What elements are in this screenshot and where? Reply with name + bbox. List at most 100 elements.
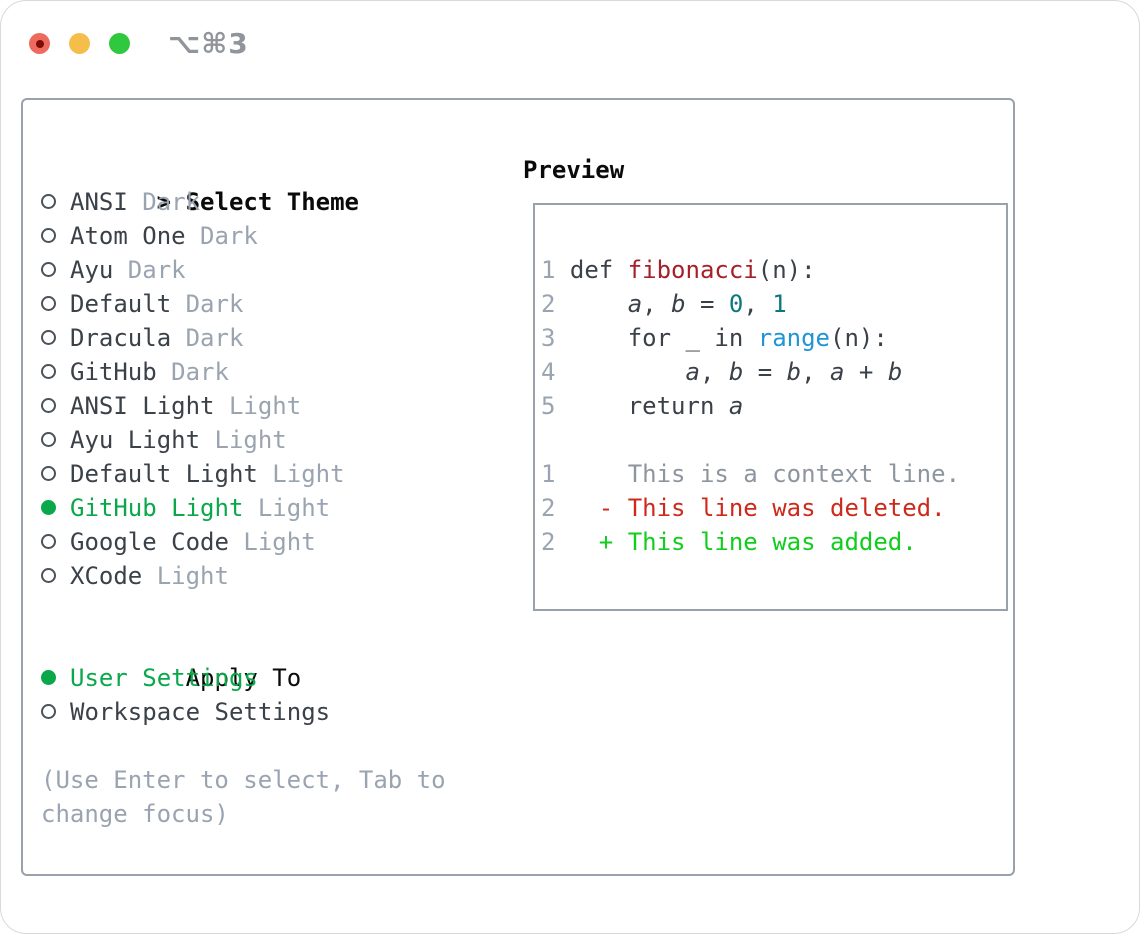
radio-icon [41, 194, 56, 209]
option-label: Ayu Light [70, 426, 201, 454]
theme-option-dracula[interactable]: Dracula Dark [41, 321, 486, 355]
theme-option-github[interactable]: GitHub Dark [41, 355, 486, 389]
apply-option-workspace-settings[interactable]: Workspace Settings [41, 695, 486, 729]
variant-tag: Light [142, 562, 229, 590]
option-label: Default Light [70, 460, 258, 488]
radio-icon [41, 228, 56, 243]
minimize-button[interactable] [69, 33, 90, 54]
radio-icon [41, 364, 56, 379]
code-token: = [743, 358, 787, 386]
option-label: Workspace Settings [70, 698, 331, 726]
variant-tag: Dark [171, 290, 244, 318]
code-line: 2 + This line was added. [541, 525, 1006, 559]
code-token: + [844, 358, 888, 386]
theme-option-default-light[interactable]: Default Light Light [41, 457, 486, 491]
line-number: 5 [541, 392, 556, 420]
option-label: ANSI Light [70, 392, 215, 420]
theme-option-default[interactable]: Default Dark [41, 287, 486, 321]
code-token: def [555, 256, 628, 284]
theme-option-atom-one[interactable]: Atom One Dark [41, 219, 486, 253]
code-token: b [786, 358, 802, 386]
variant-tag: Dark [171, 324, 244, 352]
theme-option-xcode[interactable]: XCode Light [41, 559, 486, 593]
radio-icon [41, 466, 56, 481]
variant-tag: Light [214, 392, 302, 420]
code-token [555, 358, 685, 386]
radio-icon [41, 330, 56, 345]
window-shortcut-label: ⌥⌘3 [168, 27, 249, 60]
option-label: GitHub Light [70, 494, 244, 522]
code-token: a [830, 358, 845, 386]
radio-selected-icon [41, 670, 56, 685]
code-token: , [642, 290, 672, 318]
radio-selected-icon [41, 500, 56, 515]
theme-option-ansi-light[interactable]: ANSI Light Light [41, 389, 486, 423]
option-label: XCode [70, 562, 143, 590]
code-token: 0 [728, 290, 744, 318]
variant-tag: Dark [127, 188, 201, 216]
line-number: 2 [541, 290, 556, 318]
select-theme-title: Select Theme [185, 188, 359, 216]
code-line: 5 return a [541, 389, 1006, 423]
code-token: a [685, 358, 700, 386]
line-number: 3 [541, 324, 556, 352]
code-token: , [699, 358, 729, 386]
radio-icon [41, 262, 56, 277]
code-token: 1 [772, 290, 787, 318]
theme-option-ayu[interactable]: Ayu Dark [41, 253, 486, 287]
code-token: , [801, 358, 831, 386]
marker-slot [41, 491, 70, 525]
marker-slot [41, 253, 70, 287]
apply-to-title: Apply To [185, 664, 302, 692]
line-number: 4 [541, 358, 556, 386]
spacer [41, 593, 486, 627]
code-line: 4 a, b = b, a + b [541, 355, 1006, 389]
theme-option-ayu-light[interactable]: Ayu Light Light [41, 423, 486, 457]
code-token: (n): [757, 256, 816, 284]
apply-option-user-settings[interactable]: User Settings [41, 661, 486, 695]
code-token: fibonacci [627, 256, 758, 284]
code-token: = [685, 290, 729, 318]
close-button[interactable] [29, 33, 50, 54]
code-token: b [728, 358, 744, 386]
prompt-icon: > [156, 188, 172, 216]
line-number: 2 [541, 494, 556, 522]
hint-text: (Use Enter to select, Tab to change focu… [41, 766, 446, 828]
zoom-button[interactable] [109, 33, 130, 54]
code-token: b [887, 358, 903, 386]
radio-icon [41, 704, 56, 719]
code-token: , [743, 290, 773, 318]
code-line: 3 for _ in range(n): [541, 321, 1006, 355]
variant-tag: Dark [113, 256, 186, 284]
marker-slot [41, 661, 70, 695]
marker-slot [41, 219, 70, 253]
variant-tag: Light [257, 460, 345, 488]
apply-to-header: Apply To [41, 627, 486, 692]
marker-slot [41, 559, 70, 593]
theme-option-github-light[interactable]: GitHub Light Light [41, 491, 486, 525]
marker-slot [41, 321, 70, 355]
code-line: 2 - This line was deleted. [541, 491, 1006, 525]
variant-tag: Dark [185, 222, 258, 250]
theme-option-google-code[interactable]: Google Code Light [41, 525, 486, 559]
line-number: 1 [541, 256, 556, 284]
marker-slot [41, 355, 70, 389]
code-token: return [555, 392, 729, 420]
titlebar: ⌥⌘3 [29, 27, 249, 60]
radio-icon [41, 568, 56, 583]
option-label: Atom One [70, 222, 186, 250]
code-token: a [728, 392, 744, 420]
variant-tag: Light [243, 494, 331, 522]
code-token: This is a context line. [555, 460, 961, 488]
code-token: (n): [830, 324, 888, 352]
option-label: Google Code [70, 528, 229, 556]
option-label: Ayu [70, 256, 114, 284]
theme-option-ansi[interactable]: ANSI Dark [41, 185, 486, 219]
code-token: b [671, 290, 686, 318]
marker-slot [41, 423, 70, 457]
